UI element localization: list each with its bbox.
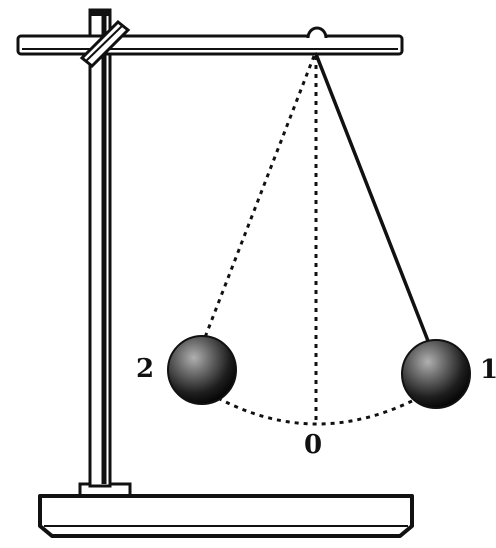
crossbar <box>16 34 404 56</box>
swing-arc-dashed <box>217 396 419 426</box>
ball-position-2 <box>167 335 237 405</box>
stand-base <box>38 482 414 538</box>
pivot-knob <box>306 26 328 39</box>
string-position-2-dashed <box>202 55 316 341</box>
position-label-1: 1 <box>480 355 496 385</box>
ball-position-1 <box>401 339 471 409</box>
string-position-1 <box>314 52 432 348</box>
position-label-2: 2 <box>136 354 155 384</box>
position-label-0: 0 <box>304 430 323 460</box>
stand-rod <box>88 8 112 488</box>
rod-clamp <box>79 19 131 69</box>
